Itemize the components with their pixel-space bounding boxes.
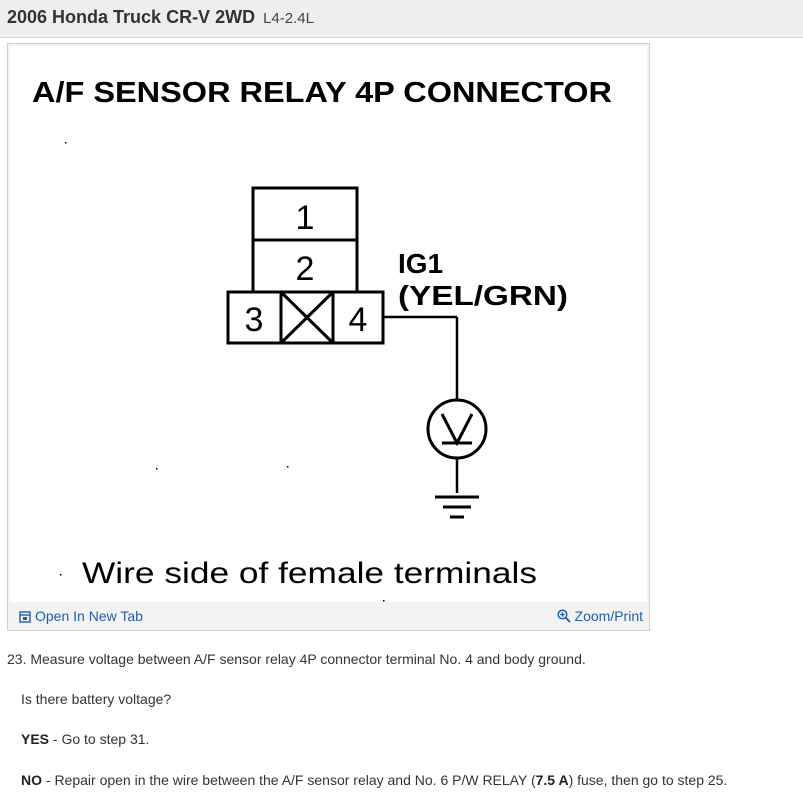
vehicle-title: 2006 Honda Truck CR-V 2WD L4-2.4L (7, 7, 314, 28)
terminal-4: 4 (349, 301, 368, 339)
step-question: Is there battery voltage? (21, 691, 172, 707)
voltmeter-icon (426, 398, 488, 460)
external-link-icon (19, 611, 31, 623)
engine-spec: L4-2.4L (263, 10, 314, 27)
answer-no: NO - Repair open in the wire between the… (21, 772, 727, 788)
terminal-2: 2 (296, 250, 315, 288)
no-label: NO (21, 772, 42, 788)
zoom-icon (556, 609, 571, 623)
wire-label-ig1: IG1 (398, 248, 443, 279)
figure-footer: Open In New Tab Zoom/Print (8, 604, 649, 630)
terminal-1: 1 (296, 199, 315, 237)
diagram-svg: A/F SENSOR RELAY 4P CONNECTOR 1 2 3 4 IG… (32, 77, 612, 602)
page-header: 2006 Honda Truck CR-V 2WD L4-2.4L (0, 0, 803, 38)
yes-text: - Go to step 31. (49, 731, 150, 747)
zoom-print-label: Zoom/Print (574, 608, 643, 624)
wire-label-color: (YEL/GRN) (398, 280, 568, 311)
open-new-tab-link[interactable]: Open In New Tab (19, 608, 143, 624)
figure-container: A/F SENSOR RELAY 4P CONNECTOR 1 2 3 4 IG… (7, 43, 650, 631)
answer-yes: YES - Go to step 31. (21, 731, 149, 747)
no-text-1: - Repair open in the wire between the A/… (42, 772, 536, 788)
wire-path (383, 315, 459, 493)
diagram-title: A/F SENSOR RELAY 4P CONNECTOR (32, 77, 612, 109)
diagram-caption: Wire side of female terminals (82, 557, 537, 590)
fuse-rating: 7.5 A (535, 772, 569, 788)
ground-icon (435, 495, 479, 519)
no-text-2: ) fuse, then go to step 25. (568, 772, 728, 788)
step-instruction: 23. Measure voltage between A/F sensor r… (7, 651, 586, 667)
zoom-print-link[interactable]: Zoom/Print (556, 608, 643, 624)
open-new-tab-label: Open In New Tab (35, 608, 143, 624)
yes-label: YES (21, 731, 50, 747)
vehicle-name: 2006 Honda Truck CR-V 2WD (7, 7, 256, 27)
terminal-3: 3 (245, 301, 264, 339)
scan-speckles (60, 142, 385, 602)
connector-diagram[interactable]: A/F SENSOR RELAY 4P CONNECTOR 1 2 3 4 IG… (10, 46, 647, 602)
